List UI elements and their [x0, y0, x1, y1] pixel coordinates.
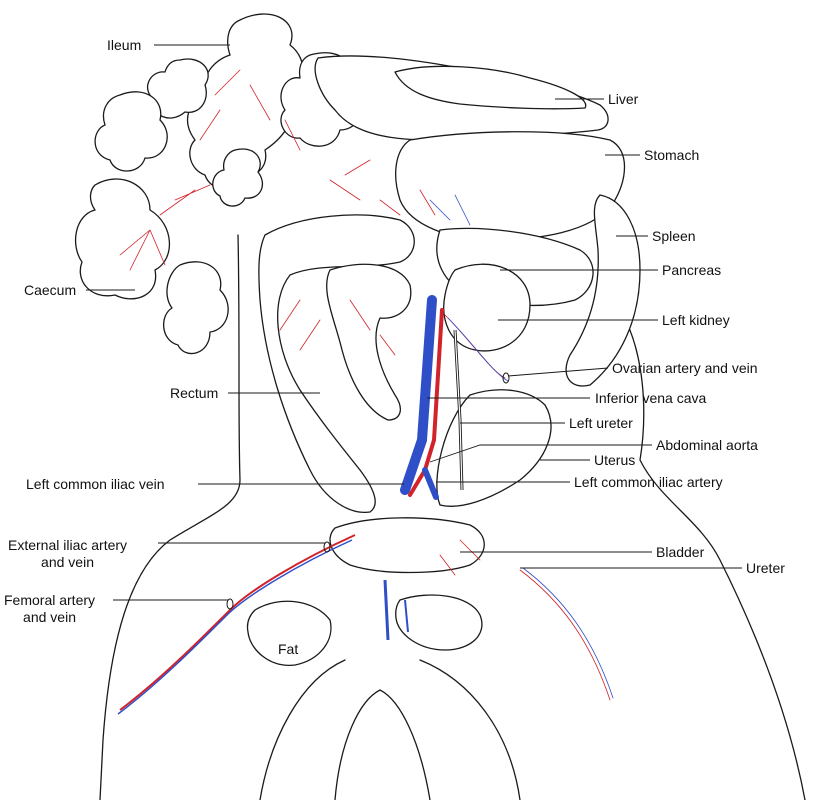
label-stomach: Stomach: [644, 147, 700, 163]
left-kidney: [443, 263, 531, 352]
label-liver: Liver: [608, 91, 639, 107]
label-pancreas: Pancreas: [662, 262, 722, 278]
label-left-ureter: Left ureter: [569, 415, 633, 431]
uterus: [436, 389, 552, 507]
label-abdominal-aorta: Abdominal aorta: [656, 437, 758, 453]
spleen: [565, 194, 641, 387]
label-left-common-iliac-vein: Left common iliac vein: [26, 476, 165, 492]
label-ureter: Ureter: [746, 560, 785, 576]
liver: [314, 55, 609, 141]
label-ileum: Ileum: [107, 37, 142, 53]
label-uterus: Uterus: [594, 452, 636, 468]
label-fat: Fat: [278, 641, 299, 657]
ovarian-artery-and-vein: [444, 314, 510, 384]
ureter-right: [519, 567, 614, 701]
label-left-kidney: Left kidney: [662, 312, 730, 328]
label-external-iliac-artery-and-vein: External iliac artery and vein: [8, 537, 128, 570]
label-left-common-iliac-artery: Left common iliac artery: [574, 474, 723, 490]
label-bladder: Bladder: [656, 544, 705, 560]
label-caecum: Caecum: [24, 282, 77, 298]
label-femoral-artery-and-vein: Femoral artery and vein: [4, 592, 96, 625]
label-spleen: Spleen: [652, 228, 696, 244]
left-ureter: [453, 329, 464, 491]
stomach: [395, 131, 626, 241]
body-outline: [99, 234, 806, 800]
ileum-loops: [74, 13, 362, 355]
mesenteric-vessels: [119, 69, 481, 576]
bladder: [329, 517, 485, 574]
colon-rectum: [258, 214, 415, 514]
external-iliac-artery-and-vein: [117, 534, 356, 715]
pelvic-veins: [383, 579, 409, 641]
label-inferior-vena-cava: Inferior vena cava: [595, 390, 707, 406]
leader-lines: [86, 44, 742, 601]
label-rectum: Rectum: [170, 385, 219, 401]
label-ovarian-artery-and-vein: Ovarian artery and vein: [612, 360, 758, 376]
fat-pads: [246, 594, 483, 666]
abdominal-aorta: [408, 308, 444, 500]
inferior-vena-cava: [400, 295, 437, 495]
